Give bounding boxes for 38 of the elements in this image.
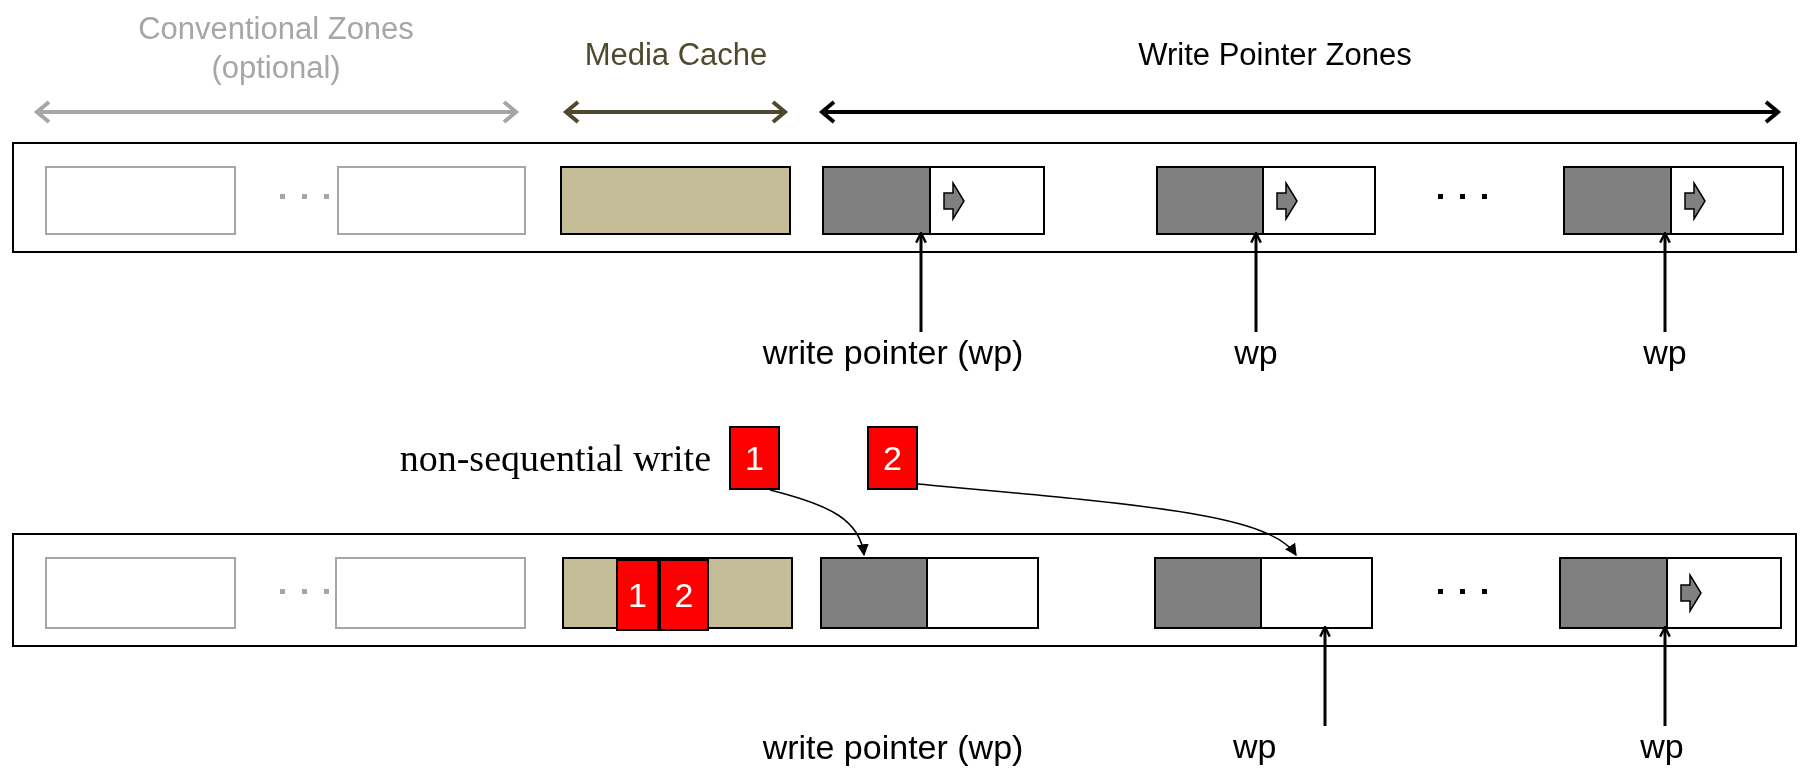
pointer-label: write pointer (wp) <box>761 727 1025 768</box>
arrow <box>917 483 1297 556</box>
zone-heading: Conventional Zones (optional) <box>137 10 415 87</box>
conventional-zone <box>45 166 236 235</box>
pointer-label: wp <box>1640 728 1684 766</box>
pointer-label: write pointer (wp) <box>762 334 1024 372</box>
write-block <box>616 559 659 631</box>
write-block <box>867 426 918 490</box>
arrow <box>1659 625 1671 726</box>
arrow <box>769 489 868 557</box>
arrow <box>1250 231 1262 332</box>
pointer-label: wp <box>1643 334 1687 372</box>
arrow <box>915 231 927 332</box>
note-text: non-sequential write <box>399 436 711 480</box>
write-block <box>659 559 709 631</box>
block-number: 1 <box>628 578 647 612</box>
conventional-zone <box>45 557 236 629</box>
block-number: 1 <box>745 441 764 475</box>
write-pointer-zone <box>1154 557 1373 629</box>
block-number: 2 <box>674 578 694 612</box>
disk-band <box>12 142 1797 253</box>
conventional-zone <box>335 557 526 629</box>
write-pointer-zone <box>1156 166 1376 235</box>
pointer-label: wp <box>1233 728 1277 766</box>
zone-heading: Write Pointer Zones <box>1137 36 1413 74</box>
zone-heading: Media Cache <box>583 36 769 74</box>
media-cache-box <box>562 557 793 629</box>
media-cache-box <box>560 166 791 235</box>
block-number: 2 <box>883 441 902 475</box>
write-pointer-zone <box>1559 557 1782 629</box>
pointer-label: wp <box>1234 334 1278 372</box>
write-pointer-zone <box>820 557 1039 629</box>
arrow <box>1319 625 1331 726</box>
conventional-zone <box>337 166 526 235</box>
write-pointer-zone <box>1563 166 1784 235</box>
disk-band <box>12 533 1797 647</box>
write-pointer-zone <box>822 166 1045 235</box>
arrow <box>1659 231 1671 332</box>
